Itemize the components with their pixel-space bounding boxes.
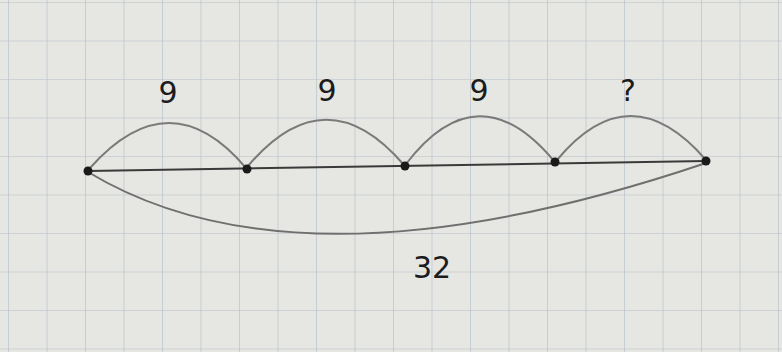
points xyxy=(84,157,711,176)
segment-length: ? xyxy=(620,76,636,106)
number-line xyxy=(88,161,706,171)
segment-length: 9 xyxy=(469,76,488,106)
segment-length: 9 xyxy=(317,76,336,106)
segment-length: 9 xyxy=(158,78,177,108)
total-length: 32 xyxy=(413,253,451,283)
jump-arcs xyxy=(88,116,706,234)
